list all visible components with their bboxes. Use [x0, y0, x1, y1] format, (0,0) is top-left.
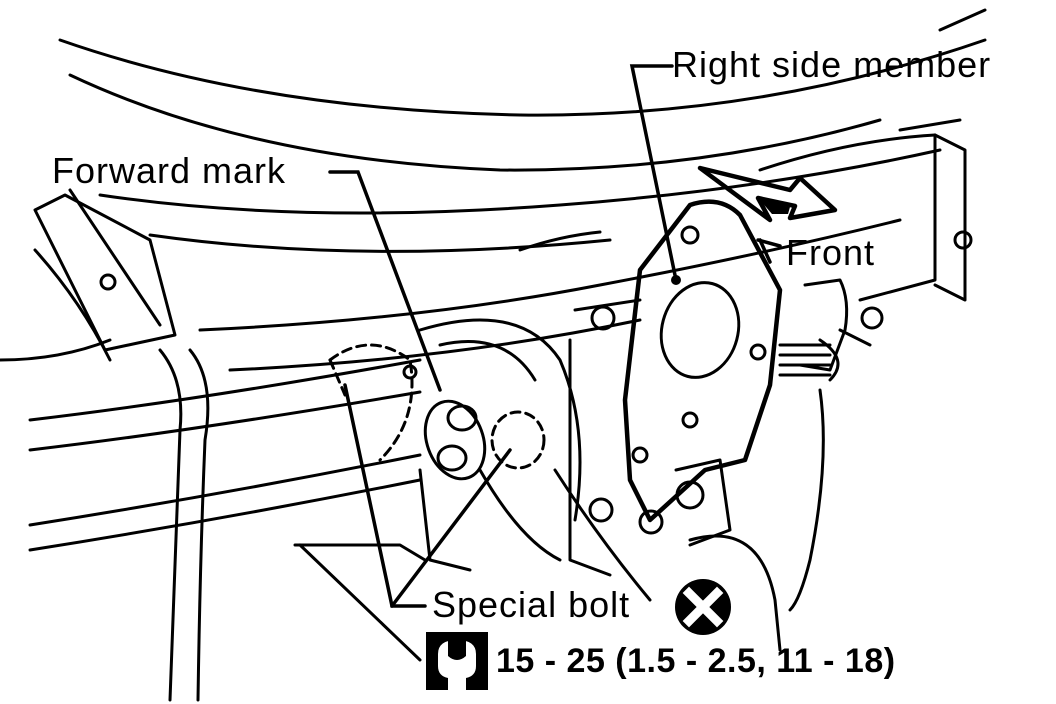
side-member-beam [58, 38, 987, 372]
label-front: Front [786, 232, 876, 273]
leader-special-bolt [343, 383, 427, 608]
engine-mount [328, 318, 582, 572]
lower-frame [0, 338, 427, 702]
x-circle-icon [675, 579, 731, 635]
label-right-side-member: Right side member [672, 44, 992, 85]
leader-forward-mark [328, 170, 442, 392]
leader-lines [328, 64, 782, 608]
right-frame [758, 8, 987, 612]
wrench-torque-icon [426, 632, 488, 690]
leader-right-side-member [629, 64, 678, 282]
left-bracket [33, 188, 177, 362]
label-torque-spec: 15 - 25 (1.5 - 2.5, 11 - 18) [496, 642, 896, 680]
label-special-bolt: Special bolt [432, 584, 631, 625]
label-forward-mark: Forward mark [52, 150, 287, 191]
mount-bracket-plate [553, 199, 783, 652]
front-arrow [697, 165, 838, 223]
